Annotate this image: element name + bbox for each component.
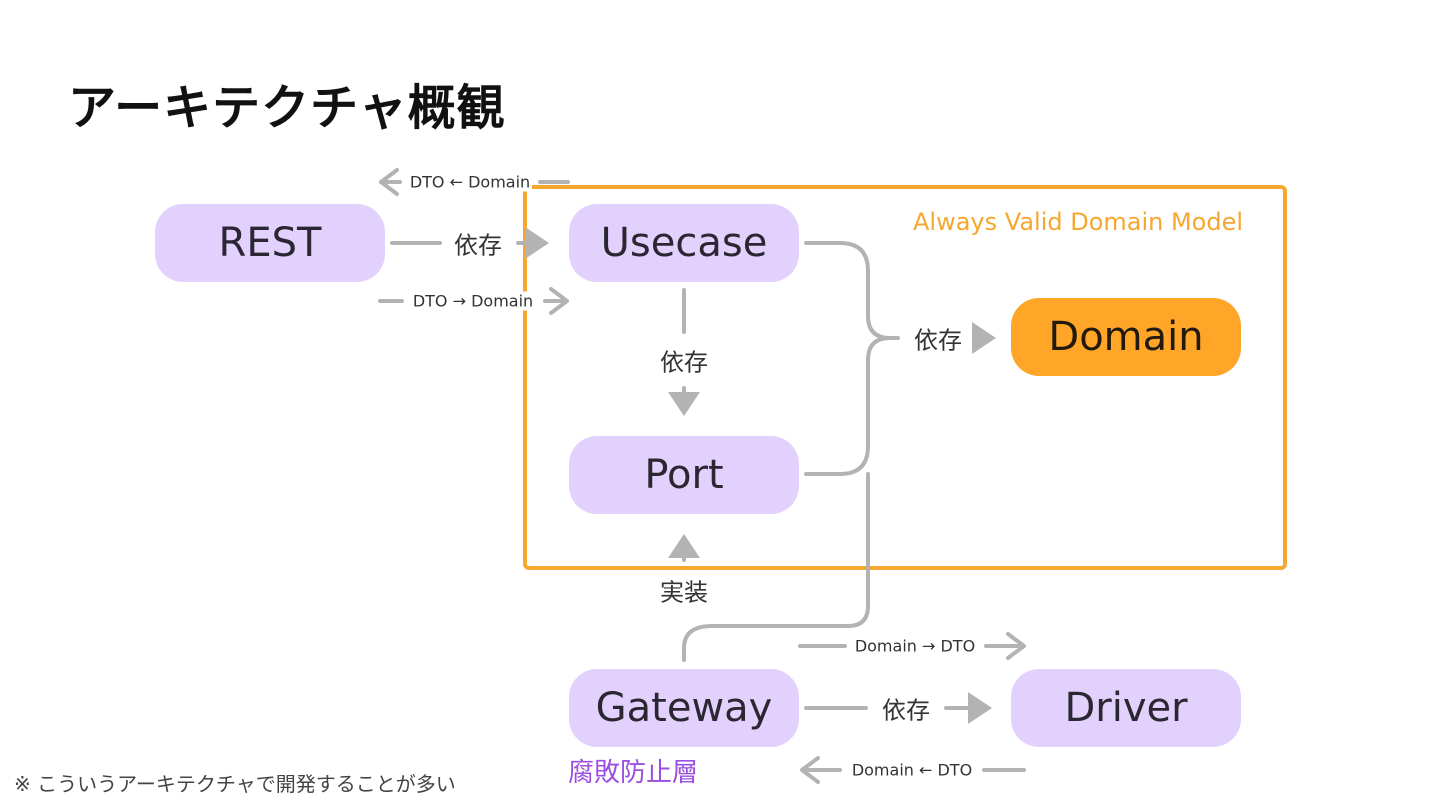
domain-model-boundary-label: Always Valid Domain Model — [913, 208, 1244, 236]
rest-node: REST — [155, 204, 385, 282]
domain-dependency-label: 依存 — [912, 320, 964, 356]
dto-to-domain-chevron — [549, 287, 569, 315]
domain-model-boundary — [523, 185, 1287, 570]
gateway-driver-dependency-label: 依存 — [880, 690, 932, 726]
gateway-port-implementation-label: 実装 — [658, 572, 710, 608]
gateway-brace-path — [682, 472, 870, 662]
port-node: Port — [569, 436, 799, 514]
domain-from-dto-chevron — [800, 756, 820, 784]
anti-corruption-layer-label: 腐敗防止層 — [568, 758, 699, 788]
usecase-port-dependency-label: 依存 — [658, 342, 710, 378]
page-title: アーキテクチャ概観 — [68, 80, 506, 136]
domain-node: Domain — [1011, 298, 1241, 376]
gateway-node: Gateway — [569, 669, 799, 747]
usecase-node: Usecase — [569, 204, 799, 282]
driver-node: Driver — [1011, 669, 1241, 747]
domain-to-dto-chevron — [1006, 632, 1026, 660]
rest-to-usecase-conversion-label: DTO → Domain — [410, 291, 536, 311]
footnote: ※ こういうアーキテクチャで開発することが多い — [14, 772, 456, 796]
driver-to-gateway-conversion-label: Domain ← DTO — [849, 760, 975, 780]
usecase-to-rest-conversion-label: DTO ← Domain — [407, 172, 533, 192]
gateway-to-driver-conversion-label: Domain → DTO — [852, 636, 978, 656]
port-brace-path — [804, 336, 892, 476]
rest-usecase-dependency-label: 依存 — [452, 225, 504, 261]
usecase-brace-path — [804, 241, 900, 340]
